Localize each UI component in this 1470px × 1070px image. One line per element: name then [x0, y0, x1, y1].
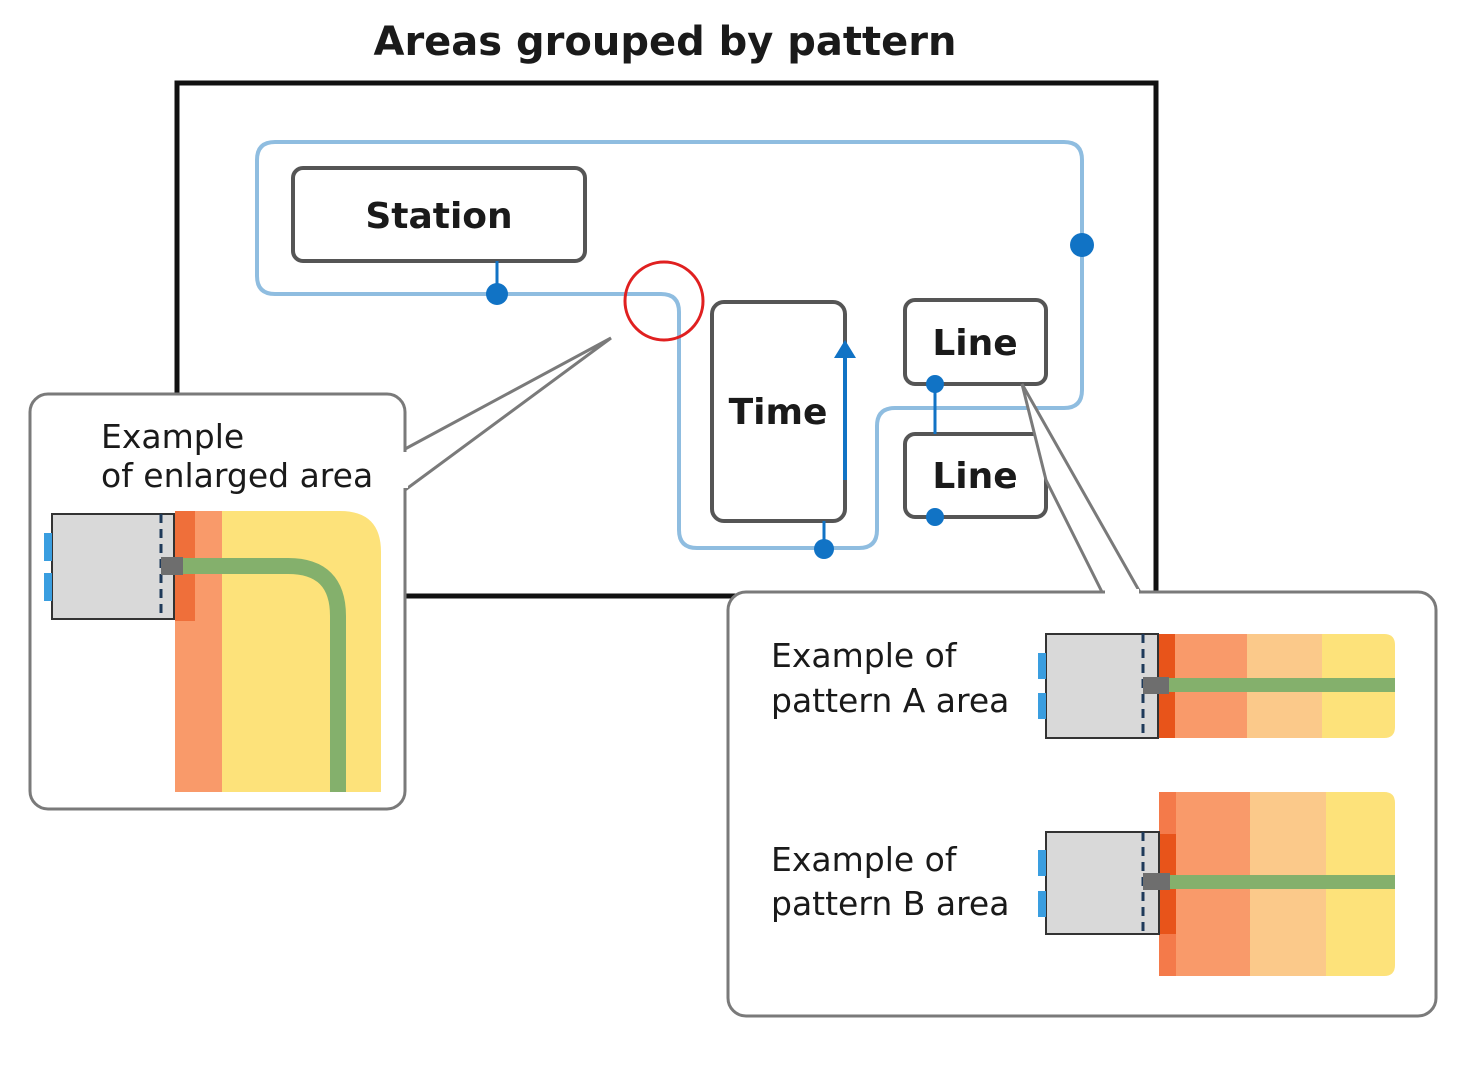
enlarged-callout-pointer — [403, 336, 612, 493]
pattern-a-port — [1143, 677, 1169, 694]
enlarged-yellow-zone — [222, 511, 381, 792]
time-label: Time — [729, 392, 828, 433]
station-label: Station — [365, 196, 512, 237]
pattern-panel: Example of pattern A area Example of pat… — [726, 589, 1438, 1018]
line-top-label: Line — [932, 323, 1017, 364]
floor-frame — [174, 80, 1159, 599]
pattern-a-connector-2 — [1038, 693, 1046, 719]
enlarged-connector-2 — [44, 573, 52, 601]
highlight-circle — [623, 260, 705, 342]
line-bottom-label: Line — [932, 456, 1017, 497]
enlarged-port — [161, 557, 183, 575]
pattern-b-text-1: Example of — [771, 840, 958, 879]
pattern-b-illustration — [1038, 792, 1395, 976]
diagram-title: Areas grouped by pattern — [373, 19, 956, 65]
station-box: Station — [291, 166, 587, 263]
enlarged-area-panel: Example of enlarged area — [28, 392, 408, 811]
enlarged-connector-1 — [44, 533, 52, 561]
enlarged-panel-text-2: of enlarged area — [101, 456, 373, 495]
pattern-a-illustration — [1038, 633, 1395, 739]
line-top-node — [926, 375, 944, 393]
pattern-a-text-2: pattern A area — [771, 681, 1009, 720]
line-box-bottom: Line — [903, 432, 1048, 519]
pattern-b-text-2: pattern B area — [771, 884, 1009, 923]
time-box: Time — [710, 300, 847, 523]
enlarged-green-path — [182, 558, 346, 792]
time-arrow-head — [834, 340, 856, 358]
pattern-b-connector-2 — [1038, 891, 1046, 917]
line-box-top: Line — [903, 298, 1048, 386]
station-node — [486, 283, 508, 305]
route-right-node — [1070, 233, 1094, 257]
pattern-a-green-path — [1163, 678, 1395, 692]
pattern-a-connector-1 — [1038, 653, 1046, 679]
pattern-a-machine — [1045, 633, 1159, 739]
route-loop — [255, 140, 1084, 550]
pattern-a-text-1: Example of — [771, 636, 958, 675]
pattern-b-port — [1143, 873, 1170, 890]
pattern-b-green-path — [1163, 875, 1395, 889]
time-node — [814, 539, 834, 559]
pattern-b-connector-1 — [1038, 850, 1046, 876]
enlarged-panel-text-1: Example — [101, 417, 244, 456]
line-bottom-node — [926, 508, 944, 526]
enlarged-machine — [51, 513, 175, 620]
